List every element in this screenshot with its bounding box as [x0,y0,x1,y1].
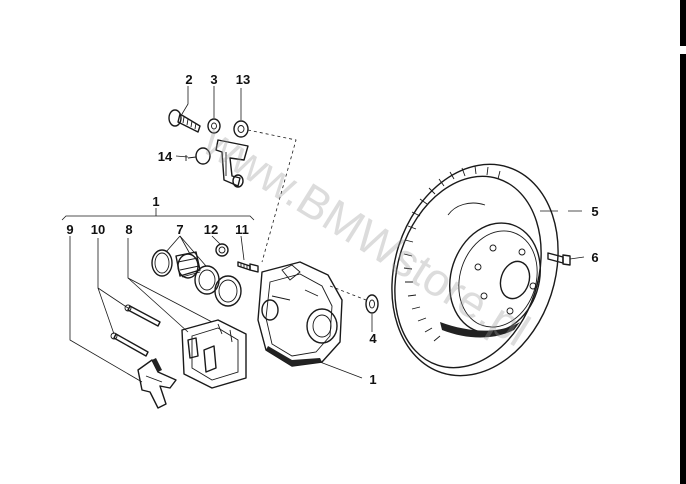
bleed-screw [237,261,259,273]
scan-edge-top [680,0,686,46]
pad-retaining-pins [110,304,161,357]
group-bracket-1 [61,208,255,221]
callout-7: 7 [176,222,183,237]
sensor-bracket [215,139,249,188]
dust-cap [215,243,229,257]
callout-4: 4 [369,331,377,346]
callout-12: 12 [204,222,218,237]
washer-part-13 [233,120,249,138]
anti-rattle-spring [137,358,177,409]
callout-1-group: 1 [152,194,159,209]
washer-part-3 [207,118,221,134]
hub-bolt-holes [474,244,537,315]
brake-disc [391,163,559,377]
callout-3: 3 [210,72,217,87]
caliper-housing [257,261,343,367]
wheel-bolt [547,252,571,266]
bolt-part-2 [168,109,201,133]
callout-13: 13 [236,72,250,87]
assembly-dash-lines [247,129,367,301]
callout-5: 5 [591,204,598,219]
washer-part-4 [365,294,379,314]
callout-10: 10 [91,222,105,237]
brake-pads [181,319,247,389]
callout-8: 8 [125,222,132,237]
callout-11: 11 [235,222,249,237]
disc-vent-slots [403,165,501,342]
callout-6: 6 [591,250,598,265]
callout-9: 9 [66,222,73,237]
leader-lines [69,86,585,383]
sensor-part-14 [185,147,211,165]
callout-14: 14 [158,149,173,164]
callout-2: 2 [185,72,192,87]
scan-edge-bottom [680,54,686,484]
callout-1: 1 [369,372,376,387]
